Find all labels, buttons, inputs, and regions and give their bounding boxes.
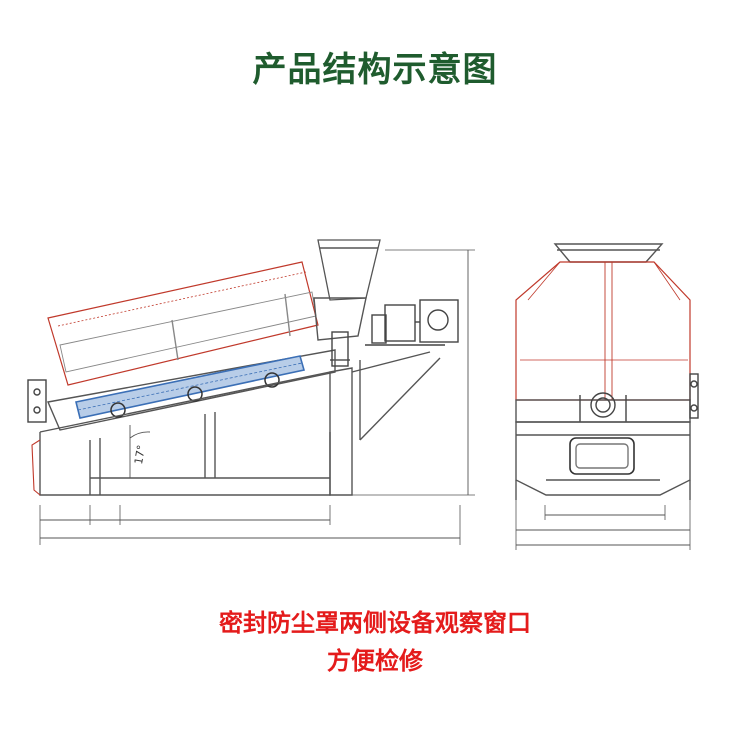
- caption-line-2: 方便检修: [327, 647, 423, 675]
- screen-mesh: [75, 355, 306, 419]
- angle-label: 17°: [132, 444, 148, 465]
- observation-window: [569, 437, 635, 475]
- screen-box: [47, 349, 336, 431]
- dust-cover: [47, 261, 319, 386]
- caption-line-1: 密封防尘罩两侧设备观察窗口: [219, 609, 531, 637]
- drive-motor: [365, 299, 459, 346]
- side-view: [27, 239, 475, 545]
- end-lower-housing: [515, 421, 691, 496]
- end-view: [515, 243, 699, 550]
- base-frame: [39, 432, 331, 496]
- end-hopper: [553, 243, 664, 263]
- feed-hopper: [317, 239, 381, 301]
- page-title: 产品结构示意图: [252, 50, 498, 90]
